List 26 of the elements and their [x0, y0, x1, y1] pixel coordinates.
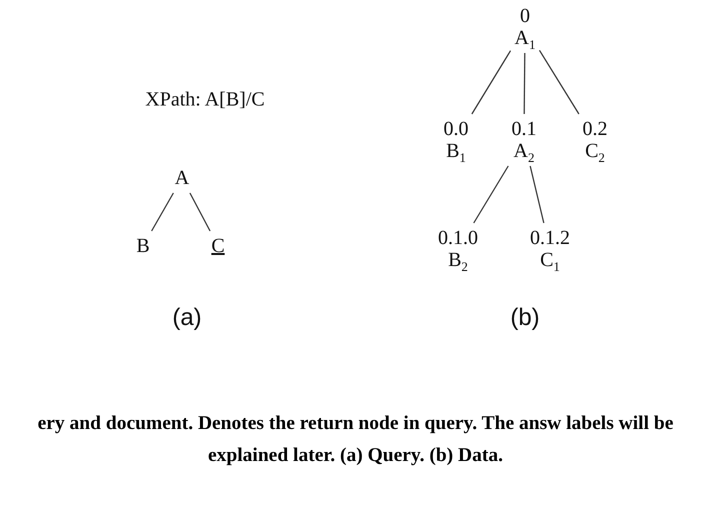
node-path-label: 0 — [519, 5, 531, 27]
tree-edge — [189, 192, 211, 232]
query-expression: XPath: A[B]/C — [145, 88, 265, 112]
node-name: C$_{2}$ — [584, 140, 606, 162]
node-name: A$_{2}$ — [512, 140, 536, 162]
node-name: B$_{2}$ — [447, 249, 469, 271]
panel-label: (b) — [510, 304, 540, 332]
tree-edge — [473, 166, 509, 224]
node-path-label: 0.1 — [512, 118, 536, 140]
node-path-label: 0.2 — [582, 118, 608, 140]
node-name: C$_{1}$ — [539, 249, 561, 271]
tree-edge — [471, 50, 512, 114]
tree-node-label: A — [174, 167, 190, 189]
node-name: B$_{1}$ — [445, 140, 467, 162]
tree-edge — [538, 50, 580, 114]
node-path-label: 0.1.0 — [438, 227, 478, 249]
node-name: A$_{1}$ — [514, 27, 536, 49]
tree-node-label: B — [136, 235, 150, 257]
tree-edge — [524, 53, 526, 114]
tree-edge — [530, 166, 544, 224]
node-path-label: 0.0 — [444, 118, 468, 140]
panel-label: (a) — [172, 304, 202, 332]
node-path-label: 0.1.2 — [530, 227, 570, 249]
figure-caption: ery and document. Denotes the return node in query. The answ labels will be explained later. (a) Query. (b) Data. — [36, 412, 674, 468]
tree-node-label: C — [211, 235, 225, 257]
tree-edge — [151, 192, 174, 232]
